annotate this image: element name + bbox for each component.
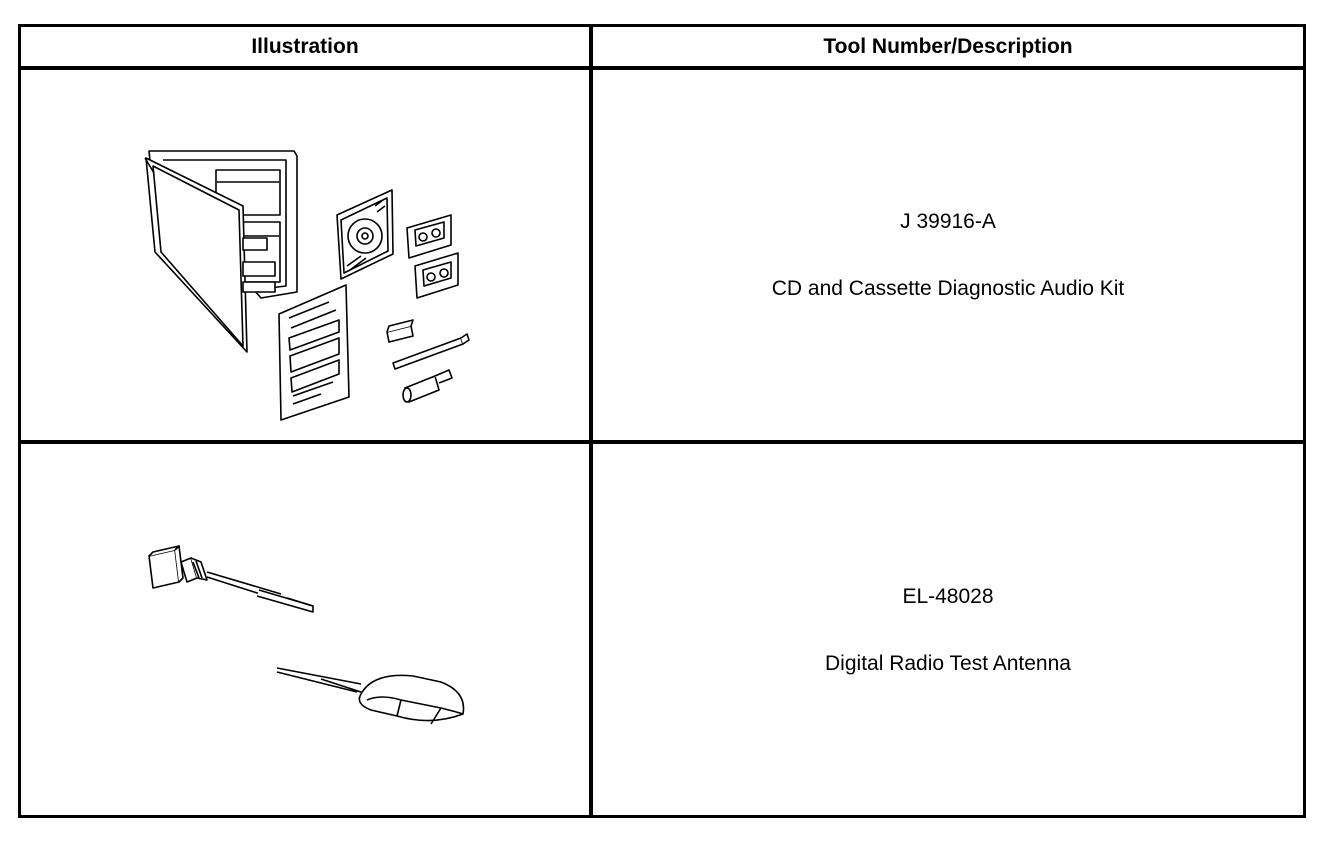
tools-table: Illustration Tool Number/Description (18, 24, 1306, 818)
row-1-illustration (21, 70, 589, 440)
row-2-illustration (21, 444, 589, 815)
tool-number: J 39916-A (900, 210, 996, 233)
row-2-description: EL-48028 Digital Radio Test Antenna (593, 444, 1303, 815)
header-tool: Tool Number/Description (593, 27, 1303, 66)
cd-cassette-audio-kit-icon (144, 150, 470, 421)
header-divider (21, 66, 1303, 70)
header-tool-label: Tool Number/Description (823, 34, 1073, 58)
header-illustration-label: Illustration (251, 34, 359, 58)
tool-number: EL-48028 (902, 584, 994, 608)
tool-description: Digital Radio Test Antenna (825, 651, 1071, 675)
test-antenna-icon (148, 545, 465, 725)
row-divider (21, 440, 1303, 444)
header-illustration: Illustration (21, 27, 589, 66)
row-1-description: J 39916-A CD and Cassette Diagnostic Aud… (593, 70, 1303, 440)
tool-description: CD and Cassette Diagnostic Audio Kit (771, 277, 1125, 300)
column-divider (589, 27, 593, 815)
